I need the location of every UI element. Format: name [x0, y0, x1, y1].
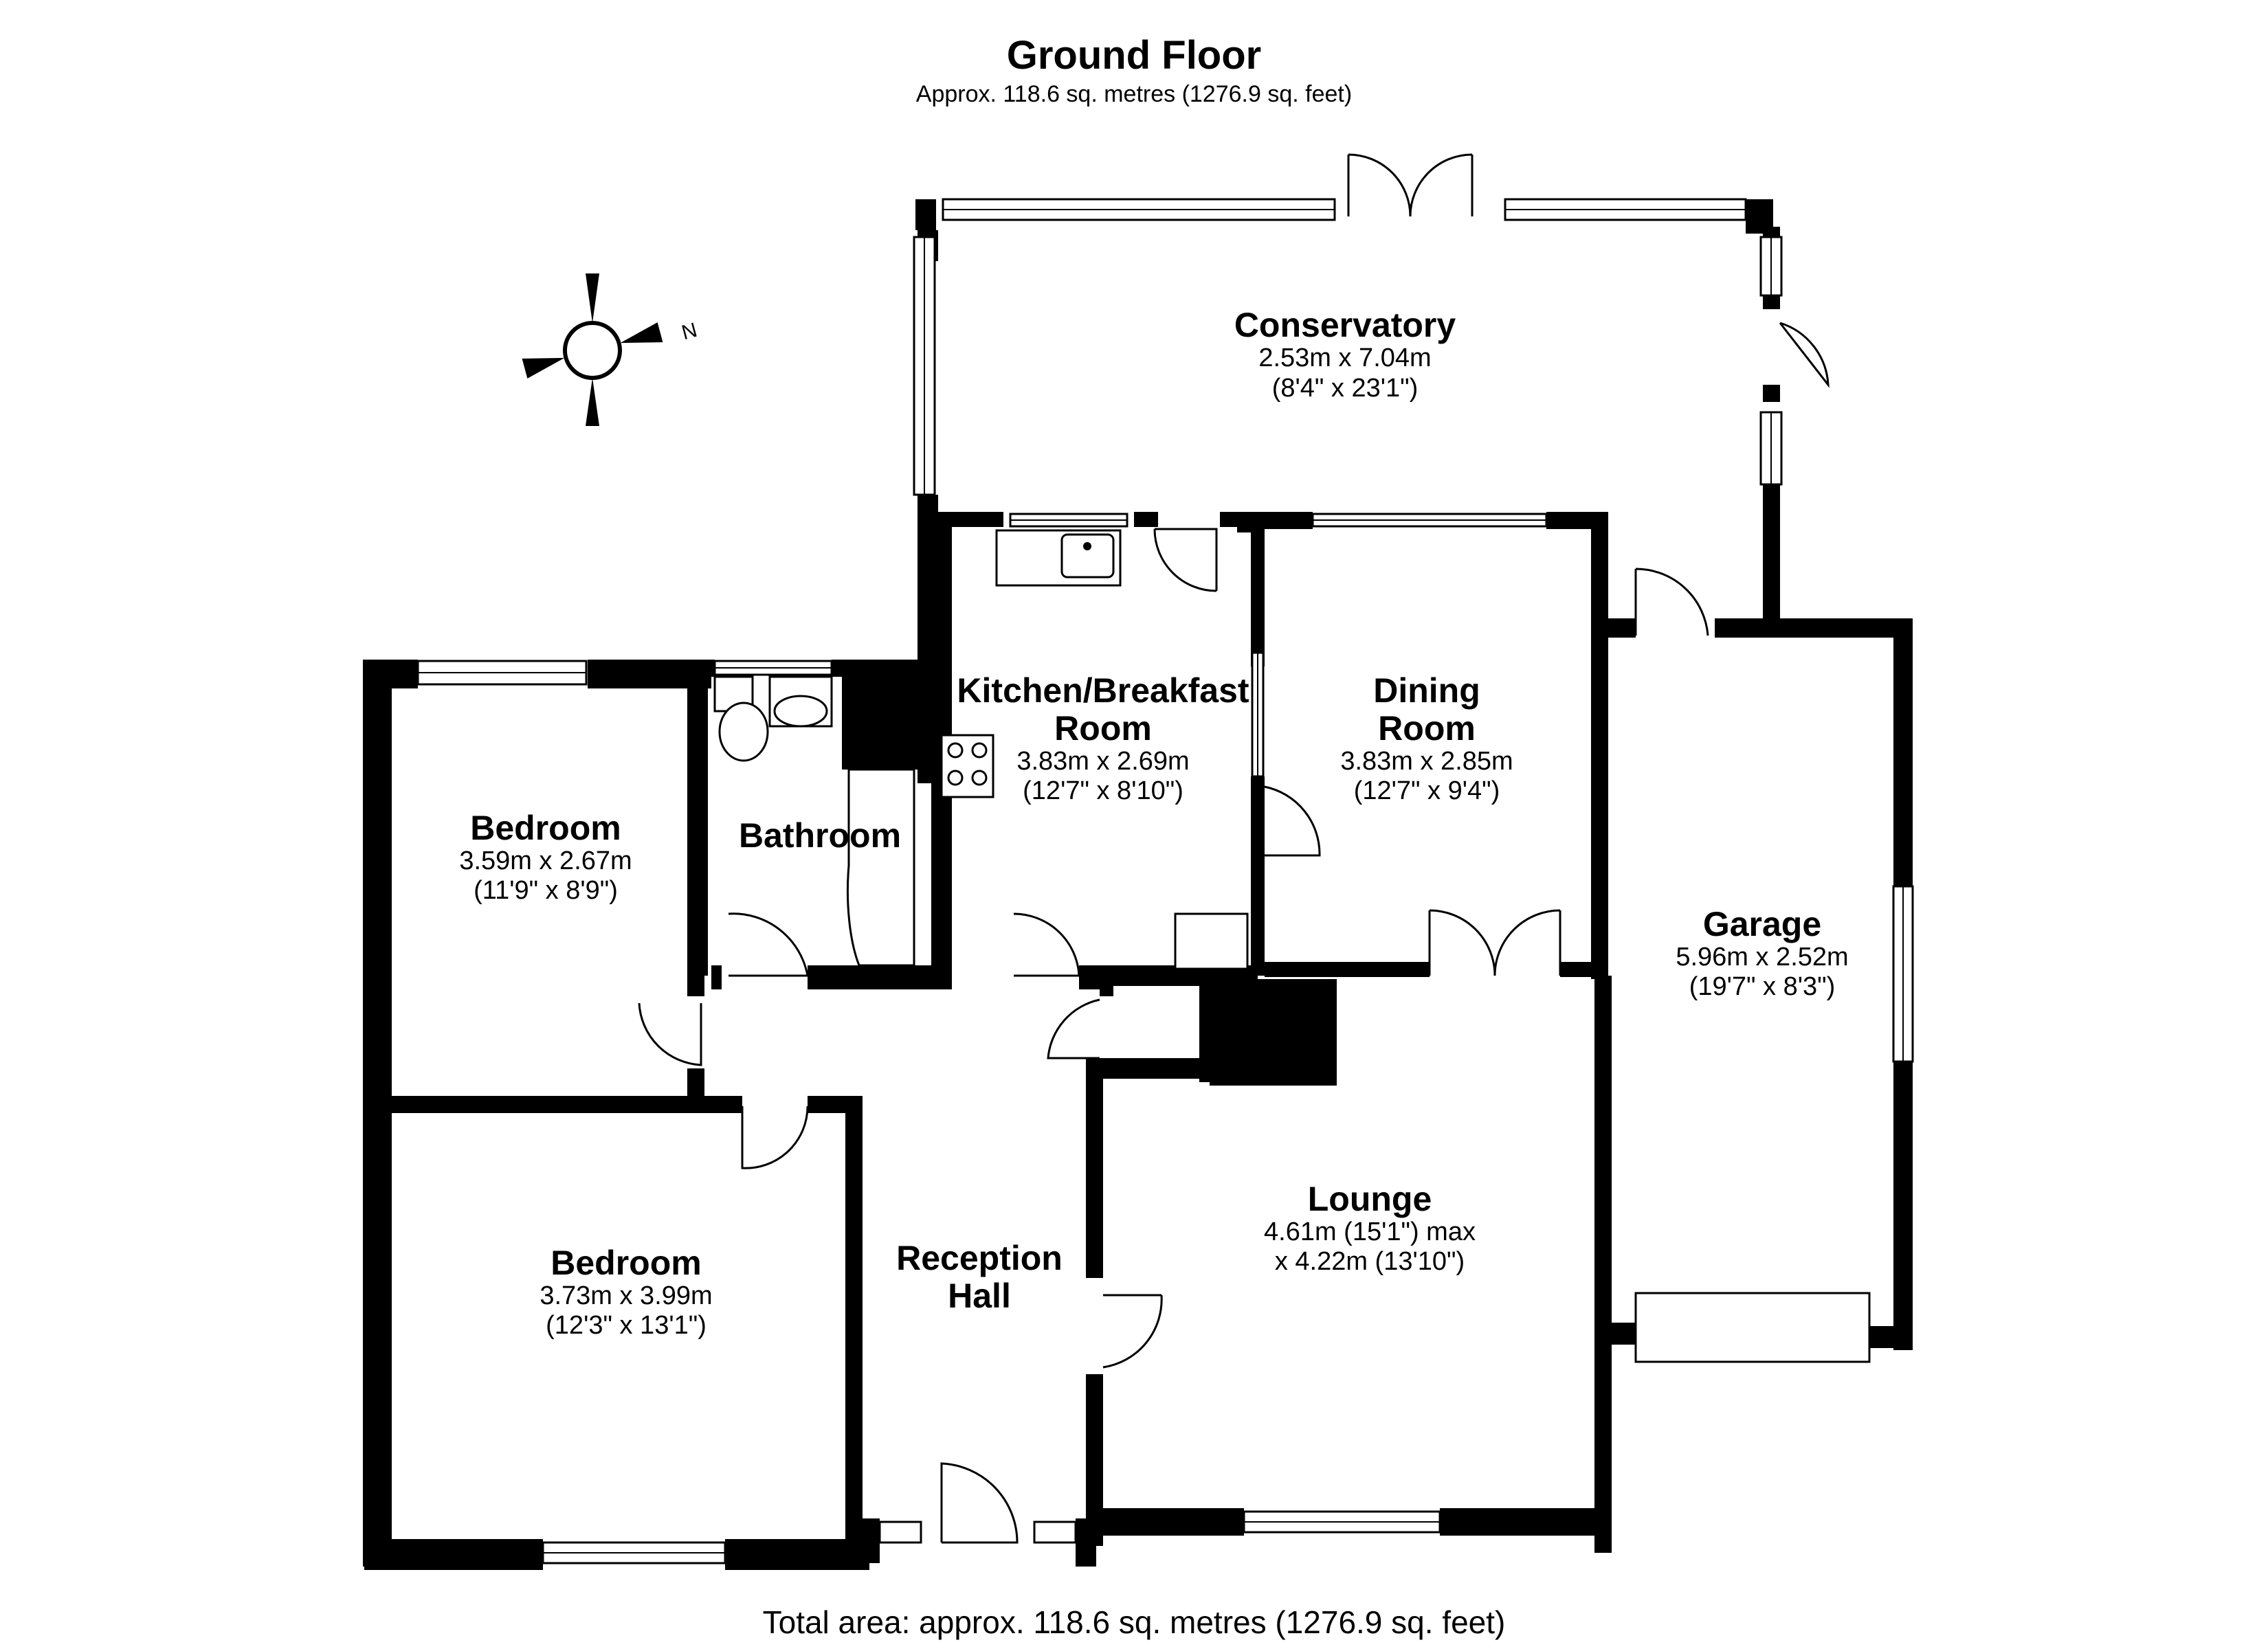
- room-bathroom: Bathroom: [739, 816, 901, 855]
- room-imperial: (12'3" x 13'1"): [546, 1311, 707, 1340]
- room-name-line1: Reception: [896, 1239, 1063, 1277]
- room-metric: 3.83m x 2.85m: [1340, 747, 1513, 776]
- room-conservatory: Conservatory 2.53m x 7.04m (8'4" x 23'1"…: [1234, 306, 1456, 403]
- room-imperial: (12'7" x 9'4"): [1354, 776, 1500, 805]
- room-dining: Dining Room 3.83m x 2.85m (12'7" x 9'4"): [1340, 671, 1513, 805]
- room-bedroom-1: Bedroom 3.59m x 2.67m (11'9" x 8'9"): [459, 809, 632, 905]
- room-name-line2: Hall: [948, 1277, 1011, 1315]
- room-bedroom-2: Bedroom 3.73m x 3.99m (12'3" x 13'1"): [540, 1244, 712, 1340]
- doors: [638, 153, 1830, 1544]
- basin-icon: [768, 675, 833, 728]
- room-dim-line2: x 4.22m (13'10"): [1275, 1247, 1465, 1276]
- bath-icon: [846, 768, 915, 967]
- room-kitchen: Kitchen/Breakfast Room 3.83m x 2.69m (12…: [957, 671, 1249, 805]
- room-imperial: (19'7" x 8'3"): [1689, 972, 1836, 1001]
- room-name-line1: Dining: [1373, 671, 1480, 710]
- hob-icon: [940, 734, 994, 798]
- room-name: Bathroom: [739, 816, 901, 855]
- room-dim-line1: 4.61m (15'1") max: [1264, 1218, 1476, 1246]
- appliance-icon: [1174, 912, 1249, 970]
- room-name: Bedroom: [470, 809, 621, 847]
- room-metric: 3.73m x 3.99m: [540, 1281, 712, 1310]
- room-metric: 2.53m x 7.04m: [1258, 344, 1431, 372]
- plan-title: Ground Floor: [1007, 33, 1262, 78]
- fixtures: [713, 529, 1249, 970]
- room-metric: 3.59m x 2.67m: [459, 846, 632, 875]
- windows: [416, 198, 1914, 1564]
- compass-icon: N: [522, 273, 700, 426]
- room-name: Lounge: [1308, 1180, 1432, 1218]
- room-name: Conservatory: [1234, 306, 1456, 344]
- toilet-icon: [713, 675, 769, 762]
- room-name: Bedroom: [551, 1244, 701, 1282]
- room-metric: 3.83m x 2.69m: [1016, 747, 1189, 776]
- room-name-line2: Room: [1054, 709, 1152, 748]
- room-lounge: Lounge 4.61m (15'1") max x 4.22m (13'10"…: [1264, 1180, 1476, 1276]
- room-reception-hall: Reception Hall: [896, 1239, 1063, 1315]
- room-garage: Garage 5.96m x 2.52m (19'7" x 8'3"): [1676, 905, 1848, 1001]
- room-name-line1: Kitchen/Breakfast: [957, 671, 1249, 710]
- room-imperial: (11'9" x 8'9"): [474, 876, 618, 905]
- room-name: Garage: [1703, 905, 1821, 943]
- plan-area: Approx. 118.6 sq. metres (1276.9 sq. fee…: [916, 81, 1352, 107]
- room-metric: 5.96m x 2.52m: [1676, 943, 1848, 972]
- room-imperial: (8'4" x 23'1"): [1272, 374, 1419, 403]
- svg-text:N: N: [679, 319, 699, 344]
- walls: [363, 199, 1913, 1570]
- total-area: Total area: approx. 118.6 sq. metres (12…: [763, 1604, 1506, 1640]
- room-name-line2: Room: [1378, 709, 1476, 748]
- room-imperial: (12'7" x 8'10"): [1023, 776, 1183, 805]
